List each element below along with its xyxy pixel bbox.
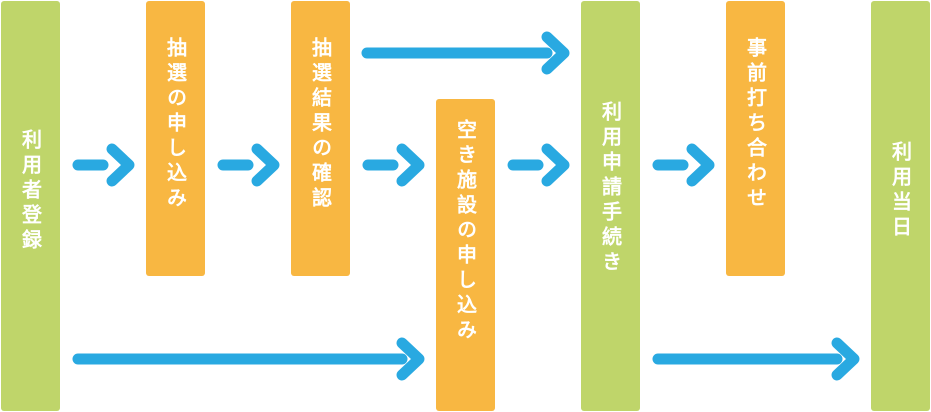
arrow-result-to-vacancy (362, 143, 425, 187)
usage-day-box: 利用当日 (871, 1, 930, 411)
arrow-procedure-to-meeting (652, 143, 715, 187)
vacancy-application-box: 空き施設の申し込み (436, 99, 495, 411)
lottery-application-box: 抽選の申し込み (146, 1, 205, 276)
arrow-registration-to-vacancy (72, 337, 425, 381)
lottery-result-box: 抽選結果の確認 (291, 1, 350, 276)
arrow-procedure-to-usage-day (652, 337, 860, 381)
user-registration-box: 利用者登録 (1, 1, 60, 411)
usage-procedure-label: 利用申請手続き (598, 101, 623, 276)
pre-meeting-box: 事前打ち合わせ (726, 1, 785, 276)
arrow-result-to-procedure (361, 31, 570, 75)
usage-procedure-box: 利用申請手続き (581, 1, 640, 411)
arrow-lottery-to-result (217, 143, 280, 187)
lottery-application-label: 抽選の申し込み (163, 37, 188, 212)
usage-day-label: 利用当日 (888, 141, 913, 241)
user-registration-label: 利用者登録 (18, 129, 43, 254)
vacancy-application-label: 空き施設の申し込み (453, 119, 478, 344)
lottery-result-label: 抽選結果の確認 (308, 37, 333, 212)
arrow-registration-to-lottery (72, 143, 135, 187)
pre-meeting-label: 事前打ち合わせ (743, 37, 768, 212)
arrow-vacancy-to-procedure (507, 143, 570, 187)
